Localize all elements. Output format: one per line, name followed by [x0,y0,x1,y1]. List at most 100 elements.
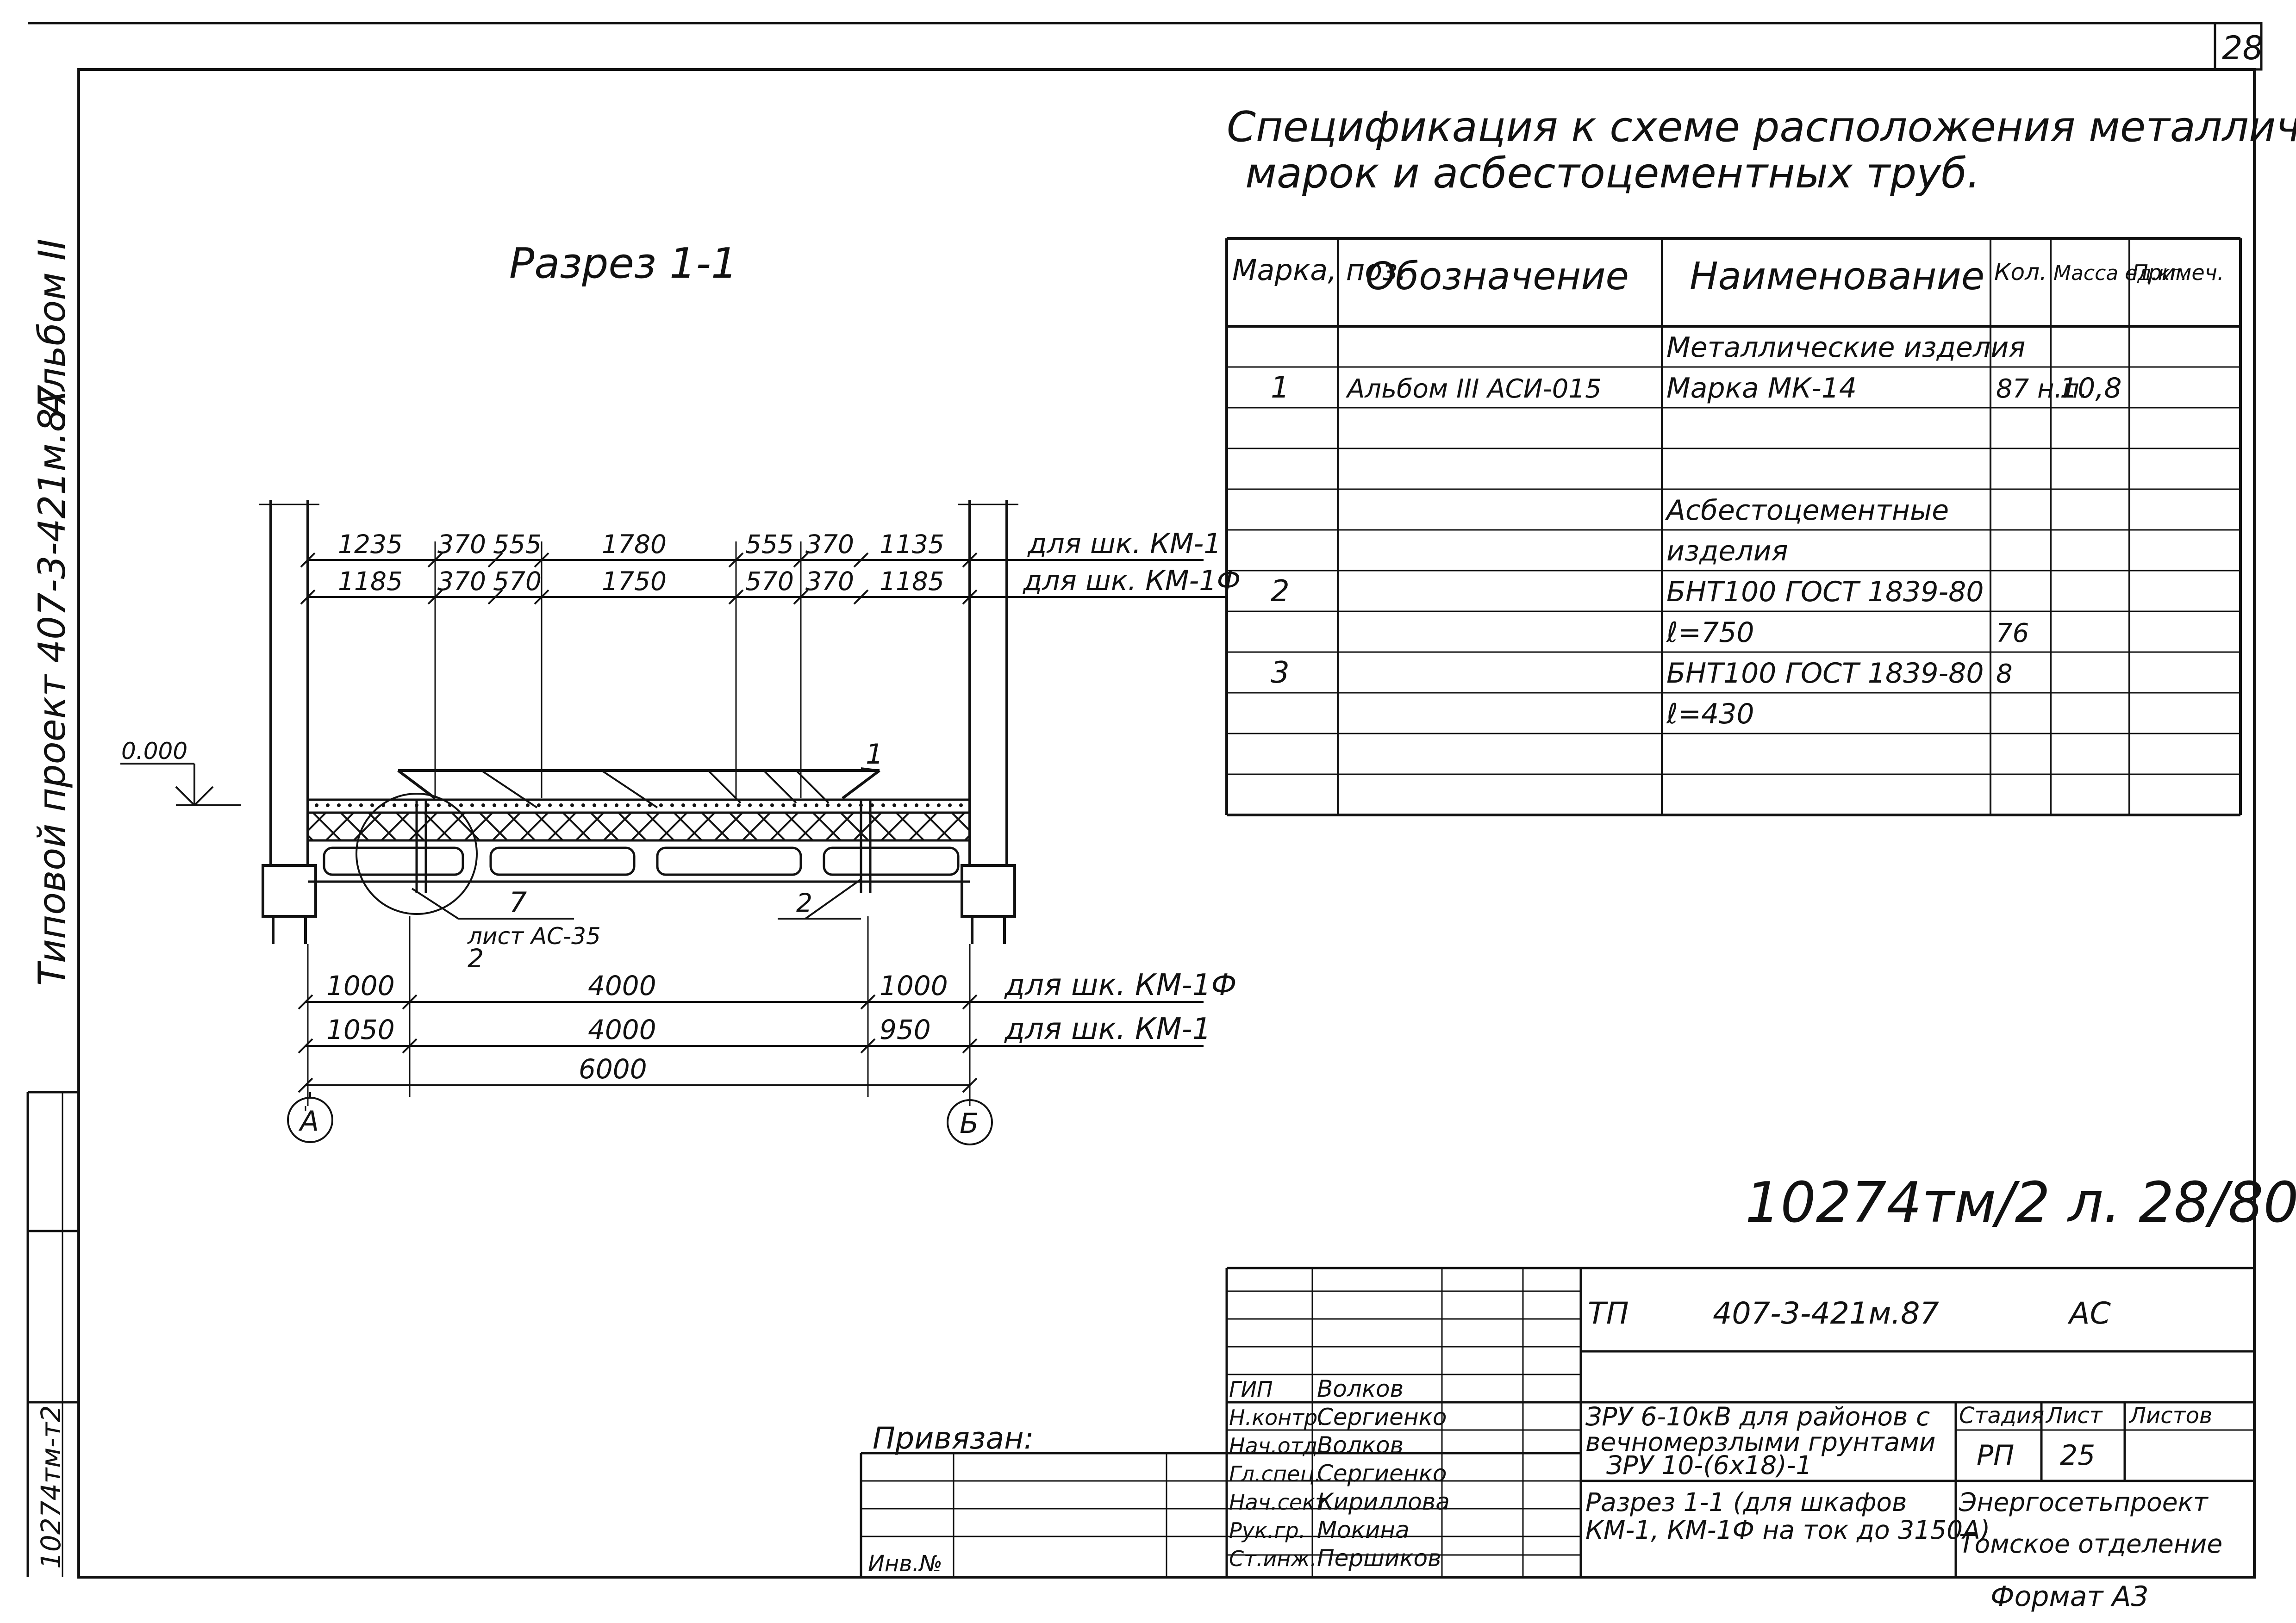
dim-label: для шк. КМ-1 [1027,528,1221,560]
dim-value: 1185 [338,566,403,596]
spec-header-naim: Наименование [1690,255,1984,298]
top-dim-ticks [300,552,978,605]
format-label: Формат А3 [1990,1580,2149,1613]
section-title: Разрез 1-1 [509,239,737,288]
dim-value: 570 [493,566,542,596]
callout-7: 7 [509,886,527,919]
sheet-no-value: 25 [2060,1439,2095,1472]
spec-title-line2: марок и асбестоцементных труб. [1245,149,1980,198]
sheet-header: Лист [2045,1403,2103,1429]
spec-header-oboz: Обозначение [1366,255,1629,298]
sheet-title-line1: Разрез 1-1 (для шкафов [1585,1487,1907,1517]
signer-role: Ст.инж. [1229,1546,1317,1571]
mark-code: АС [2067,1296,2111,1331]
spec-header-kol: Кол. [1994,259,2047,286]
org-line2: Томское отделение [1959,1529,2222,1559]
object-line2: вечномерзлыми грунтами [1585,1427,1935,1457]
tp-label: ТП [1588,1296,1629,1331]
object-line1: ЗРУ 6-10кВ для районов с [1585,1402,1930,1431]
signer-role: ГИП [1229,1377,1273,1402]
stage-header: Стадия [1959,1403,2044,1429]
spec-cell-naim: Марка МК-14 [1666,372,1857,404]
axis-a-label: А [298,1105,319,1138]
spec-cell-naim: изделия [1666,535,1788,567]
dim-value: 570 [745,566,794,596]
axis-b: Б [947,1099,993,1145]
spec-cell-naim: Асбестоцементные [1665,494,1949,527]
dim-value: 555 [493,529,542,559]
signer-role: Гл.спец. [1229,1461,1321,1486]
dim-label: для шк. КМ-1Ф [1004,968,1236,1002]
project-side-label: Типовой проект 407-3-421м.87 [31,385,74,986]
dim-value: 555 [745,529,794,559]
level-mark-label: 0.000 [121,738,187,765]
album-side-label: Альбом II [31,239,74,419]
dim-value: 1135 [880,529,944,559]
dim-value: 1235 [338,529,403,559]
signer-role: Нач.отд. [1229,1433,1324,1458]
sheet-title-line2: КМ-1, КМ-1Ф на ток до 3150А) [1585,1515,1990,1545]
top-dims-row-km1f: 1185 370 570 1750 570 370 1185 для шк. К… [338,565,1241,597]
dim-value: 1780 [602,529,667,559]
dim-value: 4000 [588,1014,656,1045]
detail-circle [356,793,478,915]
spec-cell-naim: БНТ100 ГОСТ 1839-80 [1666,657,1984,690]
title-block: ТП 407-3-421м.87 АС ЗРУ 6-10кВ для район… [860,1267,2254,1613]
left-margin [26,1091,79,1577]
spec-cell-kol: 76 [1996,618,2029,648]
dim-value: 1000 [326,970,395,1001]
dim-value: 370 [437,529,486,559]
signer-name: Волков [1317,1432,1404,1459]
title-block-grid [860,1267,2254,1577]
side-stamp-label: 10274тм-т2 [35,1405,67,1569]
inv-label: Инв.№ [868,1551,942,1577]
signer-role: Н.контр. [1229,1405,1324,1430]
section-1-1: Разрез 1-1 [120,239,1241,1145]
dim-label: для шк. КМ-1 [1004,1012,1211,1046]
dim-value: 1050 [326,1014,395,1045]
stage-value: РП [1977,1439,2014,1472]
dim-value: 370 [437,566,486,596]
signer-name: Волков [1317,1375,1404,1402]
overall-dim: 6000 [579,1053,647,1085]
dim-value: 1750 [602,566,667,596]
spec-title-line1: Спецификация к схеме расположения металл… [1227,103,2296,151]
dim-label: для шк. КМ-1Ф [1023,565,1241,597]
bottom-dims-row-km1: 1050 4000 950 для шк. КМ-1 [326,1012,1211,1046]
level-mark [120,763,241,806]
signer-role: Рук.гр. [1229,1518,1305,1543]
spec-cell-massa: 10,8 [2060,372,2122,404]
axis-a: А [287,1092,333,1143]
signer-name: Сергиенко [1317,1404,1447,1430]
signer-name: Мокина [1317,1517,1410,1543]
axis-b-label: Б [960,1107,979,1140]
spec-cell-oboz: Альбом III АСИ-015 [1346,374,1602,404]
column-left [259,500,319,944]
dim-value: 1000 [880,970,948,1001]
column-right [958,500,1018,944]
top-dims-row-km1: 1235 370 555 1780 555 370 1135 для шк. К… [338,528,1221,560]
specification: Спецификация к схеме расположения металл… [1225,103,2296,816]
hollow-core-slab [308,839,970,883]
signer-role: Нач.сект. [1229,1490,1334,1515]
callout-2-right: 2 [796,888,812,918]
spec-cell-kol: 87 н.п. [1996,374,2088,404]
privyazan-label: Привязан: [873,1421,1034,1456]
spec-cell-naim: ℓ=750 [1666,616,1754,649]
handwritten-ref: 10274тм/2 л. 28/80 [1745,1171,2296,1235]
dim-value: 950 [880,1014,931,1045]
extension-lines [305,541,971,1111]
pipes [415,800,872,893]
callout-2-left: 2 [468,944,484,973]
floor-screed [306,798,971,814]
signer-name: Кириллова [1317,1488,1450,1515]
spec-cell-poz: 3 [1271,656,1290,690]
spec-cell-naim: БНТ100 ГОСТ 1839-80 [1666,576,1984,608]
callout-sheet-ref: лист АС-35 [467,923,601,950]
signer-name: Сергиенко [1317,1460,1447,1487]
spec-cell-kol: 8 [1996,659,2013,689]
dim-value: 370 [805,566,854,596]
bottom-dimension-lines [298,994,1204,1093]
